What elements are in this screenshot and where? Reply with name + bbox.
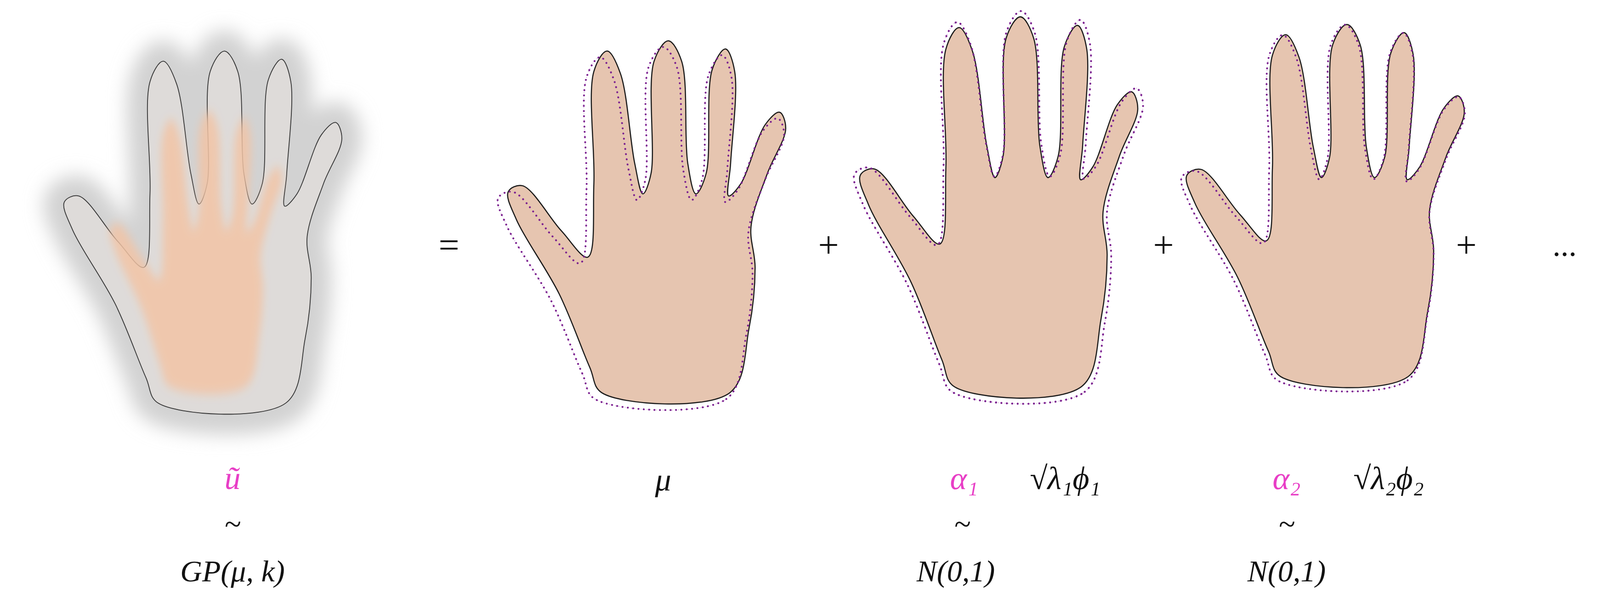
mean-hand [497,40,786,411]
math-label: ~ [224,507,241,541]
math-label: μ [654,461,671,498]
displacement-field [1180,24,1465,392]
math-label: ~ [953,507,971,541]
mode-hand [853,11,1144,404]
math-label: √λ₁ϕ₁ [1029,460,1101,496]
displacement-dots [853,11,1144,404]
math-label: GP(μ, k) [180,554,285,589]
math-label: √λ₂ϕ₂ [1353,460,1425,496]
hand-shape [507,40,786,404]
operator-symbol: + [817,224,839,266]
mean-core [109,110,282,394]
math-label: N(0,1) [916,554,995,589]
math-label: α₁ [949,460,978,496]
hand-shape [1185,24,1464,388]
math-label: N(0,1) [1247,554,1326,589]
operator-symbol: ... [1552,227,1578,263]
operator-symbol: + [1152,224,1174,266]
operator-symbol: = [438,224,460,266]
operator-symbol: + [1455,224,1477,266]
math-label: α₂ [1272,460,1301,496]
uncertainty-halo [63,51,342,415]
hand-shape [859,17,1138,399]
gp-hand [63,51,342,415]
math-label: ũ [224,460,241,496]
displacement-field [853,11,1144,404]
displacement-dots [1180,24,1465,392]
hand-shape [63,51,342,415]
displacement-dots [497,46,785,410]
math-label: ~ [1278,507,1295,541]
mode-hand [1180,24,1465,392]
